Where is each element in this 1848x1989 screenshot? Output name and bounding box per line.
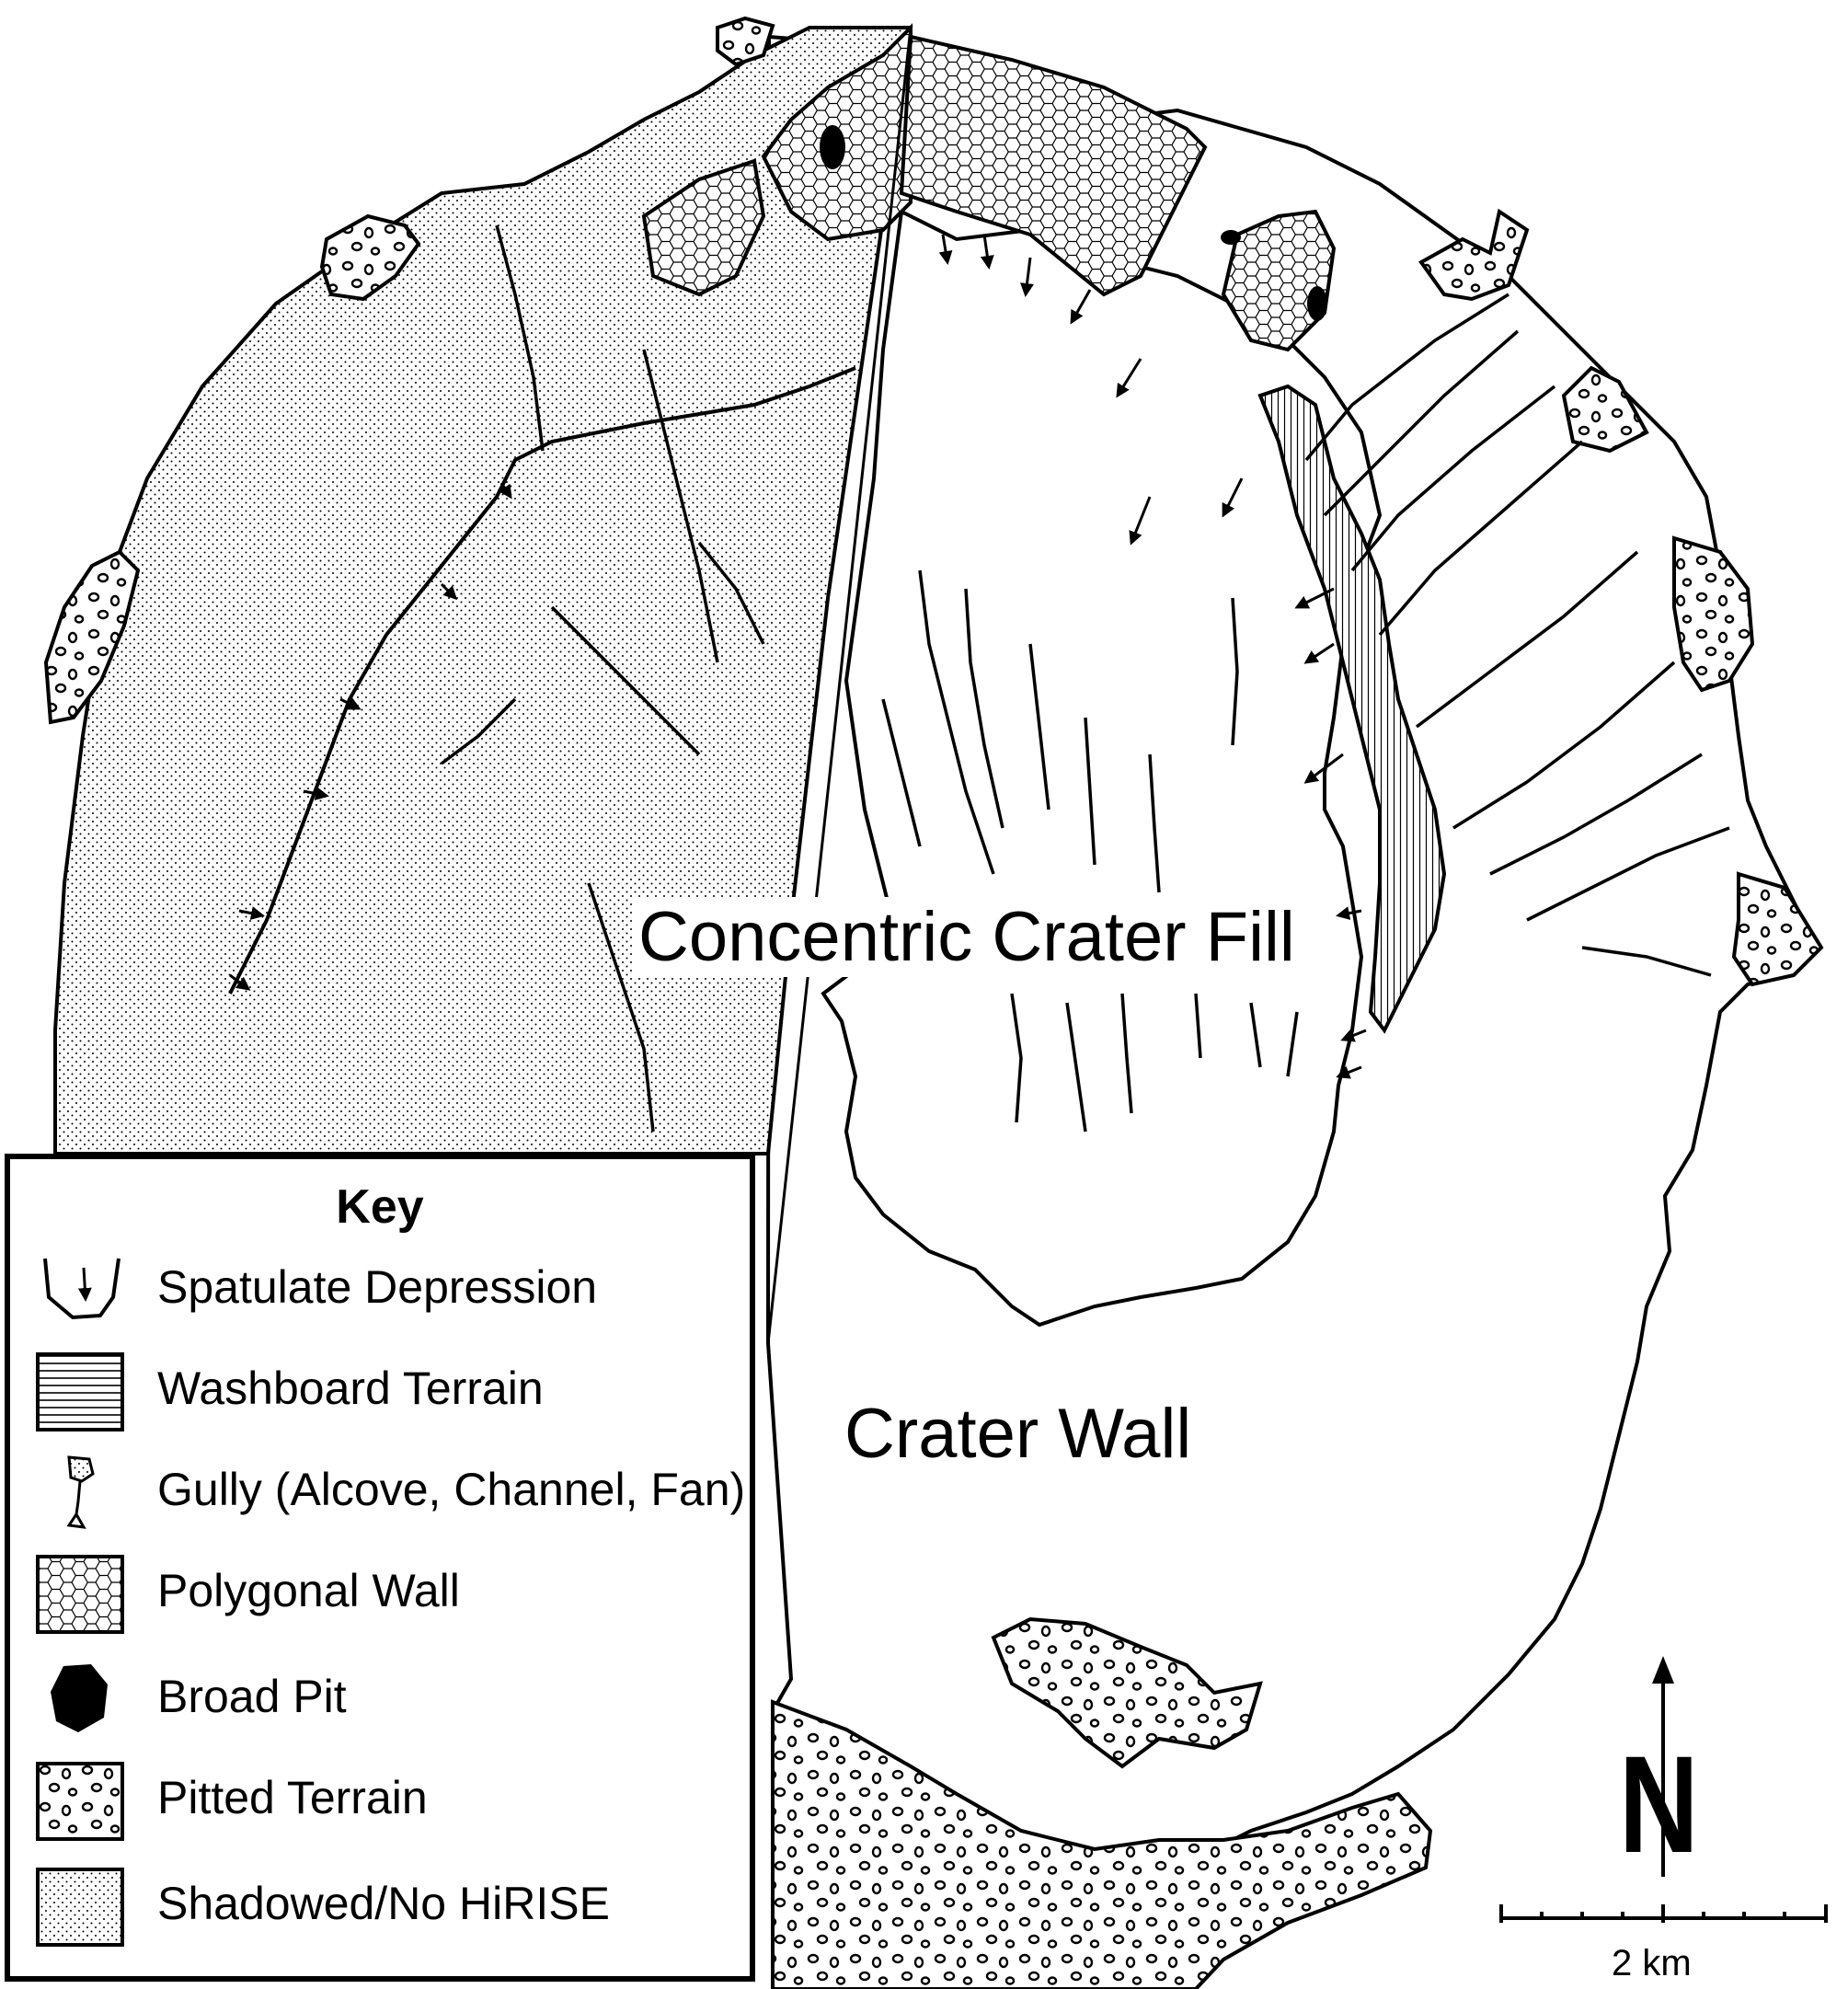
polygonal-wall-patch xyxy=(641,158,766,297)
pitted-terrain-patch xyxy=(1561,365,1649,454)
key-item-gully: Gully (Alcove, Channel, Fan) xyxy=(36,1454,746,1536)
spatulate-depression-icon xyxy=(43,1258,121,1320)
key-item-spatulate-depression: Spatulate Depression xyxy=(36,1251,744,1334)
key-item-polygonal-wall: Polygonal Wall xyxy=(36,1555,744,1638)
key-label: Broad Pit xyxy=(157,1671,347,1722)
crater-fill-label: Concentric Crater Fill xyxy=(633,897,1301,977)
washboard-pattern-icon xyxy=(36,1352,124,1431)
key-label: Pitted Terrain xyxy=(157,1772,428,1823)
pitted-terrain-patch xyxy=(991,1616,1263,1769)
pitted-pattern-icon xyxy=(36,1762,124,1841)
concentric-crater-fill xyxy=(821,208,1383,1328)
gully-icon xyxy=(66,1455,95,1529)
pitted-terrain-patch xyxy=(1731,871,1824,987)
stipple-pattern-icon xyxy=(36,1868,124,1947)
scale-label: 2 km xyxy=(1612,1943,1692,1983)
scale-bar xyxy=(1499,1904,1828,1923)
key-title: Key xyxy=(336,1180,424,1234)
key-label: Washboard Terrain xyxy=(157,1362,544,1414)
pitted-terrain-patch xyxy=(716,16,775,67)
key-label: Spatulate Depression xyxy=(157,1261,598,1313)
map-key: Key Spatulate Depression Washboard Terra… xyxy=(5,1154,755,1982)
gully-channels xyxy=(1304,293,1730,977)
flow-arrows xyxy=(229,234,1367,1079)
pitted-terrain-patch xyxy=(1672,535,1755,693)
pitted-terrain-patch xyxy=(43,549,141,725)
broad-pit xyxy=(1221,230,1241,245)
crater-wall-label: Crater Wall xyxy=(844,1395,1192,1473)
polygonal-wall-patch xyxy=(899,34,1208,297)
key-item-shadowed: Shadowed/No HiRISE xyxy=(36,1868,744,1950)
pitted-terrain-patch xyxy=(319,213,421,302)
washboard-terrain xyxy=(1257,384,1447,1034)
pitted-terrain-patch xyxy=(1418,208,1530,302)
key-item-broad-pit: Broad Pit xyxy=(36,1661,744,1743)
broad-pit-icon xyxy=(51,1664,108,1732)
pitted-terrain-patch xyxy=(771,1699,1433,1989)
north-arrow-icon xyxy=(1652,1656,1674,1877)
key-item-washboard-terrain: Washboard Terrain xyxy=(36,1352,744,1435)
spatulate-escarpment xyxy=(228,366,856,994)
flow-lineations xyxy=(881,569,1299,1132)
key-label: Polygonal Wall xyxy=(157,1565,460,1616)
north-label: N xyxy=(1619,1727,1699,1881)
broad-pit xyxy=(820,125,845,169)
broad-pit xyxy=(1307,286,1327,321)
key-label: Shadowed/No HiRISE xyxy=(157,1878,610,1929)
hexagon-pattern-icon xyxy=(36,1555,124,1634)
key-label: Gully (Alcove, Channel, Fan) xyxy=(157,1464,746,1515)
image-boundary xyxy=(766,27,913,1344)
key-item-pitted-terrain: Pitted Terrain xyxy=(36,1762,744,1845)
shadow-lineations xyxy=(440,224,765,1132)
